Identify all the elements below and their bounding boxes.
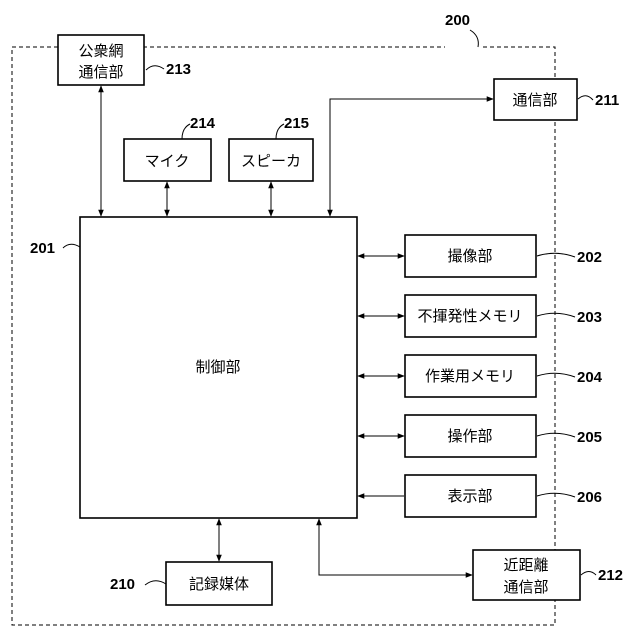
display-label: 表示部 [447,487,492,505]
speaker-ref-leader [276,124,284,139]
microphone-ref-leader [182,124,190,139]
communication-label-text: 通信部 [512,91,557,109]
recording-medium-ref: 210 [110,576,135,593]
device-ref: 200 [445,12,470,29]
nonvolatile-memory-ref-leader [537,313,575,317]
imaging-label: 撮像部 [447,247,492,265]
link-short-range-comm-control [319,519,472,575]
speaker-ref: 215 [284,115,309,132]
short-range-comm-label-2: 通信部 [503,578,548,596]
link-communication-control [330,99,493,216]
recording-medium-ref-leader [145,581,166,585]
control-unit-label: 制御部 [195,358,240,376]
control-unit-ref: 201 [30,240,55,257]
nonvolatile-memory-label: 不揮発性メモリ [417,307,522,325]
public-network-comm-label-1: 公衆網 [78,42,123,60]
microphone-label: マイク [145,152,190,170]
display-ref-leader [537,493,575,497]
short-range-comm-ref-leader [581,572,596,576]
work-memory-ref-leader [537,373,575,377]
microphone-ref: 214 [190,115,216,132]
public-network-comm-label-2: 通信部 [78,63,123,81]
public-network-comm-ref: 213 [166,61,191,78]
operation-ref-leader [537,433,575,437]
imaging-ref: 202 [577,249,602,266]
operation-ref: 205 [577,429,602,446]
nonvolatile-memory-ref: 203 [577,309,602,326]
control-unit-ref-leader [63,244,80,248]
speaker-label: スピーカ [241,152,301,170]
communication-ref: 211 [595,92,619,109]
recording-medium-label: 記録媒体 [189,575,249,593]
device-ref-leader [470,30,478,47]
communication-ref-leader [578,96,593,100]
operation-label: 操作部 [447,427,492,445]
short-range-comm-label-1: 近距離 [503,556,548,574]
work-memory-ref: 204 [577,369,603,386]
imaging-ref-leader [537,253,575,257]
display-ref: 206 [577,489,602,506]
short-range-comm-ref: 212 [598,567,623,584]
work-memory-label: 作業用メモリ [425,367,515,385]
public-network-comm-ref-leader [146,66,164,70]
